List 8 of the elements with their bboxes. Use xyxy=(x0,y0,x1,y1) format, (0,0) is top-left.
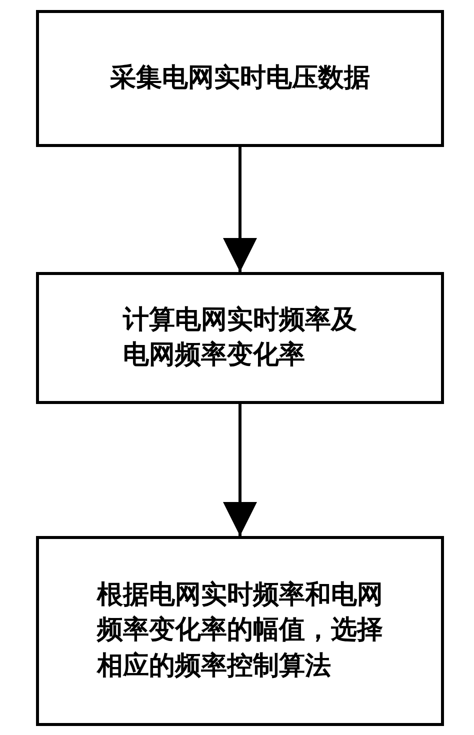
step-text: 计算电网实时频率及电网频率变化率 xyxy=(123,304,357,372)
arrow xyxy=(223,404,257,536)
process-box xyxy=(36,10,444,147)
step-text: 采集电网实时电压数据 xyxy=(110,62,370,95)
step-text: 根据电网实时频率和电网频率变化率的幅值，选择相应的频率控制算法 xyxy=(97,579,383,683)
process-box xyxy=(36,536,444,726)
arrow xyxy=(223,147,257,272)
process-box xyxy=(36,272,444,404)
